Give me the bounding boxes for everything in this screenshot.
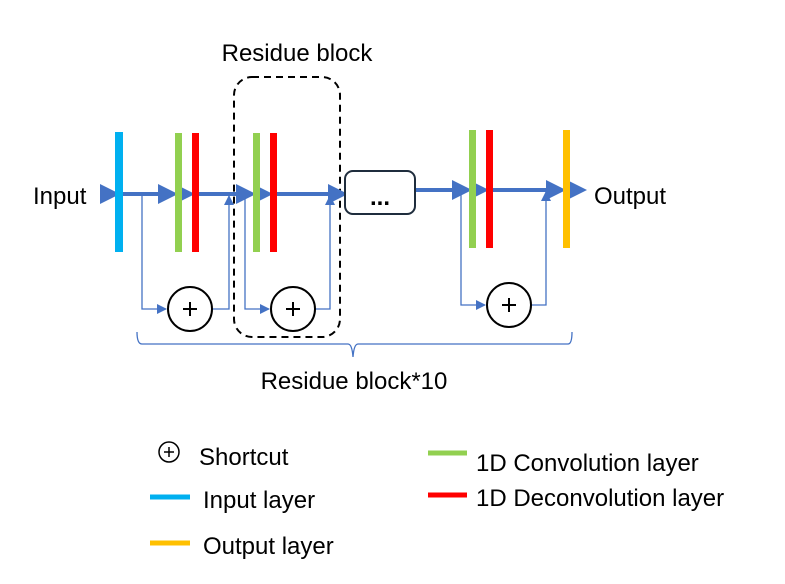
deconv-layer-bar xyxy=(486,130,493,248)
main-flow xyxy=(100,180,587,204)
output-label: Output xyxy=(594,183,666,210)
conv-layer-bar xyxy=(253,133,260,252)
shortcut-paths xyxy=(141,190,551,314)
shortcut-path-1-in xyxy=(141,194,167,314)
legend-label: Shortcut xyxy=(199,444,289,471)
repeat-brace xyxy=(136,331,573,358)
ellipsis-box xyxy=(344,170,416,215)
shortcut-path-2-in xyxy=(244,194,270,314)
shortcut-path-3-out xyxy=(531,191,551,306)
legend-item-output-layer: Output layer xyxy=(150,533,334,560)
residue-block-title: Residue block xyxy=(222,40,374,67)
shortcut-path-2-out xyxy=(315,195,335,310)
legend-item-shortcut: Shortcut xyxy=(158,441,289,471)
legend-label: Output layer xyxy=(203,533,334,560)
shortcut-adder-3 xyxy=(486,282,532,328)
deconv-layer-bar xyxy=(270,133,277,252)
input-label: Input xyxy=(33,183,87,210)
conv-layer-bar xyxy=(175,133,182,252)
shortcut-path-1-out xyxy=(212,195,234,310)
deconv-layer-bar xyxy=(192,133,199,252)
residue-block-repeat-label: Residue block*10 xyxy=(261,368,448,395)
ellipsis-text: ... xyxy=(370,184,390,211)
legend-label: 1D Deconvolution layer xyxy=(476,485,724,512)
legend-item-deconv-layer: 1D Deconvolution layer xyxy=(428,485,724,512)
legend-label: 1D Convolution layer xyxy=(476,450,699,477)
legend-item-conv-layer: 1D Convolution layer xyxy=(428,450,699,477)
output-layer-bar xyxy=(563,130,570,248)
legend-item-input-layer: Input layer xyxy=(150,487,315,514)
conv-layer-bar xyxy=(469,130,476,248)
shortcut-adder-2 xyxy=(270,286,316,332)
input-layer-bar xyxy=(115,132,123,252)
residue-block-outline xyxy=(233,76,341,338)
shortcut-adder-1 xyxy=(167,286,213,332)
legend-label: Input layer xyxy=(203,487,315,514)
legend: Shortcut Input layer Output layer 1D Con… xyxy=(150,441,724,560)
shortcut-path-3-in xyxy=(460,190,486,310)
